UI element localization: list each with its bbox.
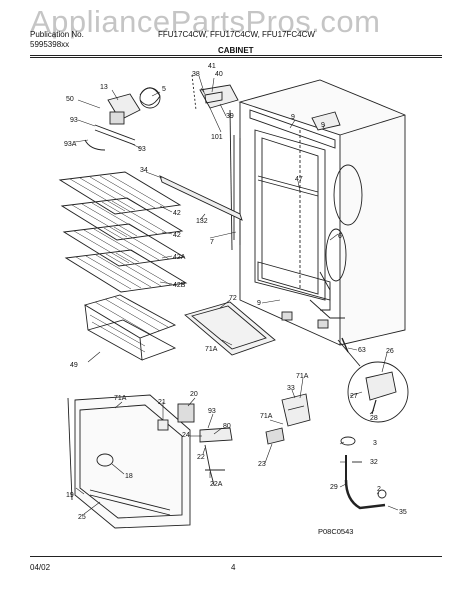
shelf-rail <box>159 175 243 221</box>
callout: 23 <box>258 461 266 468</box>
callout: 7 <box>210 239 214 246</box>
callout: 25 <box>78 514 86 521</box>
callout: 9 <box>321 122 325 129</box>
callout: 80 <box>223 423 231 430</box>
page-number: 4 <box>231 563 236 572</box>
callout: 93 <box>208 408 216 415</box>
callout-labels: 50 13 5 93 93A 93 41 38 40 39 101 9 9 47… <box>64 63 407 521</box>
publication-label: Publication No. <box>30 30 84 39</box>
callout: 9 <box>257 300 261 307</box>
header-rule-2 <box>30 57 442 58</box>
wire-basket <box>83 294 177 361</box>
callout: 22 <box>197 454 205 461</box>
callout: 93 <box>138 146 146 153</box>
callout: 33 <box>287 385 295 392</box>
callout: 38 <box>192 71 200 78</box>
callout: 71A <box>205 346 218 353</box>
header-rule <box>30 55 442 56</box>
section-title: CABINET <box>218 46 254 55</box>
callout: 21 <box>158 399 166 406</box>
fan-motor-assembly <box>84 87 161 151</box>
callout: 93A <box>64 141 77 148</box>
callout: 26 <box>386 348 394 355</box>
callout: 50 <box>66 96 74 103</box>
callout: 49 <box>70 362 78 369</box>
control-components <box>157 403 233 486</box>
watermark: AppliancePartsPros.com <box>30 4 381 39</box>
drain-assembly <box>340 436 387 510</box>
callout: 24 <box>182 432 190 439</box>
callout: 27 <box>350 393 358 400</box>
publication-block: Publication No. 5995398xx <box>30 30 84 50</box>
callout: 40 <box>215 71 223 78</box>
callout: 5 <box>162 86 166 93</box>
back-panel <box>67 394 191 529</box>
callout: 72 <box>229 295 237 302</box>
footer-rule <box>30 556 442 557</box>
callout: 71A <box>260 413 273 420</box>
callout: 101 <box>211 134 223 141</box>
leveling-leg-detail <box>337 339 409 423</box>
callout: 47 <box>295 176 303 183</box>
publication-number: 5995398xx <box>30 40 70 49</box>
hinge-parts <box>281 311 349 353</box>
callout: 71A <box>114 395 127 402</box>
callout: 3 <box>373 440 377 447</box>
callout: 39 <box>226 113 234 120</box>
callout: 19 <box>66 492 74 499</box>
callout: 29 <box>330 484 338 491</box>
callout: 42 <box>173 232 181 239</box>
callout: 28 <box>370 415 378 422</box>
callout: 6 <box>338 233 342 240</box>
leader-lines <box>74 75 399 515</box>
top-bracket <box>191 74 341 131</box>
wire-shelves <box>58 171 188 293</box>
figure-code: P08C0543 <box>318 527 354 536</box>
callout: 18 <box>125 473 133 480</box>
callout: 41 <box>208 63 216 70</box>
footer-date: 04/02 <box>30 563 51 572</box>
callout: 42B <box>173 282 186 289</box>
callout: 2 <box>377 486 381 493</box>
hinge-bracket <box>265 393 311 445</box>
callout: 20 <box>190 391 198 398</box>
callout: 71A <box>296 373 309 380</box>
callout: 35 <box>399 509 407 516</box>
callout: 32 <box>370 459 378 466</box>
callout: 132 <box>196 218 208 225</box>
callout: 13 <box>100 84 108 91</box>
kickplate <box>184 301 276 356</box>
callout: 34 <box>140 167 148 174</box>
model-list: FFU17C4CW, FFU17C4CW, FFU17FC4CW <box>158 30 315 39</box>
callout: 22A <box>210 481 223 488</box>
callout: 9 <box>291 114 295 121</box>
callout: 42A <box>173 254 186 261</box>
callout: 93 <box>70 117 78 124</box>
callout: 63 <box>358 347 366 354</box>
callout: 42 <box>173 210 181 217</box>
cabinet-body <box>229 79 406 346</box>
